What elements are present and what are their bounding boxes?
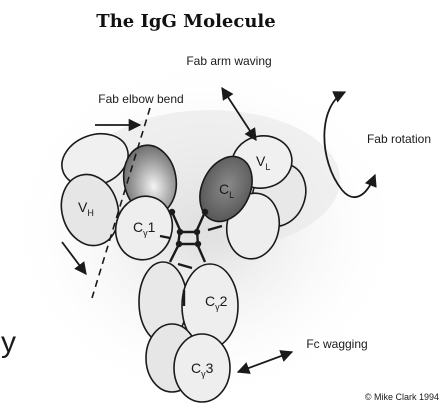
page-title: The IgG Molecule — [96, 11, 275, 32]
credit-text: © Mike Clark 1994 — [365, 392, 439, 402]
fc-wagging-label: Fc wagging — [306, 337, 367, 351]
fab-rotation-label: Fab rotation — [367, 132, 431, 146]
ch3-domain — [174, 334, 230, 402]
fc-region — [139, 262, 238, 402]
fab-elbow-bend-label: Fab elbow bend — [98, 92, 183, 106]
fab-arm-waving-label: Fab arm waving — [186, 54, 271, 68]
margin-glyph: y — [1, 326, 16, 359]
